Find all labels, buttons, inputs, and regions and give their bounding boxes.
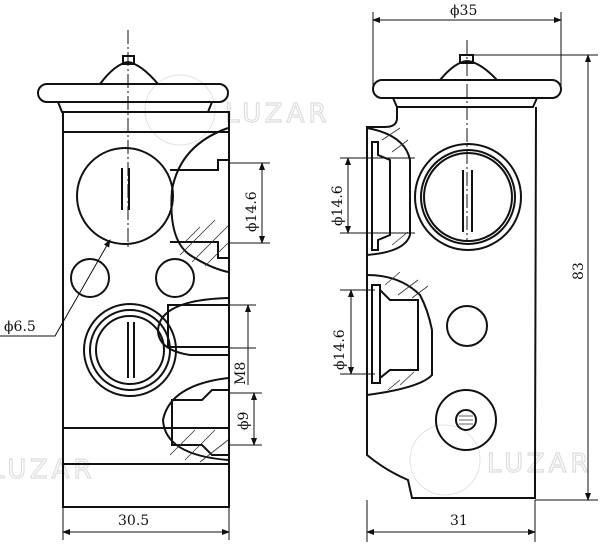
left-dimensions: ϕ14.6 M8 ϕ9 ϕ6.5 30.5 [0, 162, 270, 540]
right-dimensions: ϕ35 83 ϕ14.6 ϕ14.6 31 [330, 3, 598, 542]
svg-text:LUZAR: LUZAR [0, 455, 95, 485]
svg-text:LUZAR: LUZAR [225, 99, 330, 129]
dim-height: 83 [571, 262, 587, 280]
dim-left-width: 30.5 [118, 513, 149, 529]
dim-small-hole: ϕ6.5 [4, 319, 36, 335]
right-view [366, 40, 562, 499]
dim-left-top-port: ϕ14.6 [244, 191, 260, 232]
dim-right-bottom-port: ϕ14.6 [332, 329, 348, 370]
dim-right-top-port: ϕ14.6 [330, 185, 346, 226]
dim-cap-diameter: ϕ35 [450, 3, 477, 19]
dim-thread: M8 [233, 362, 249, 385]
dim-bottom-port: ϕ9 [236, 412, 252, 430]
watermark: LUZAR LUZAR LUZAR [0, 74, 592, 496]
left-view [37, 30, 230, 508]
svg-text:LUZAR: LUZAR [487, 449, 592, 479]
dim-right-width: 31 [450, 513, 468, 529]
